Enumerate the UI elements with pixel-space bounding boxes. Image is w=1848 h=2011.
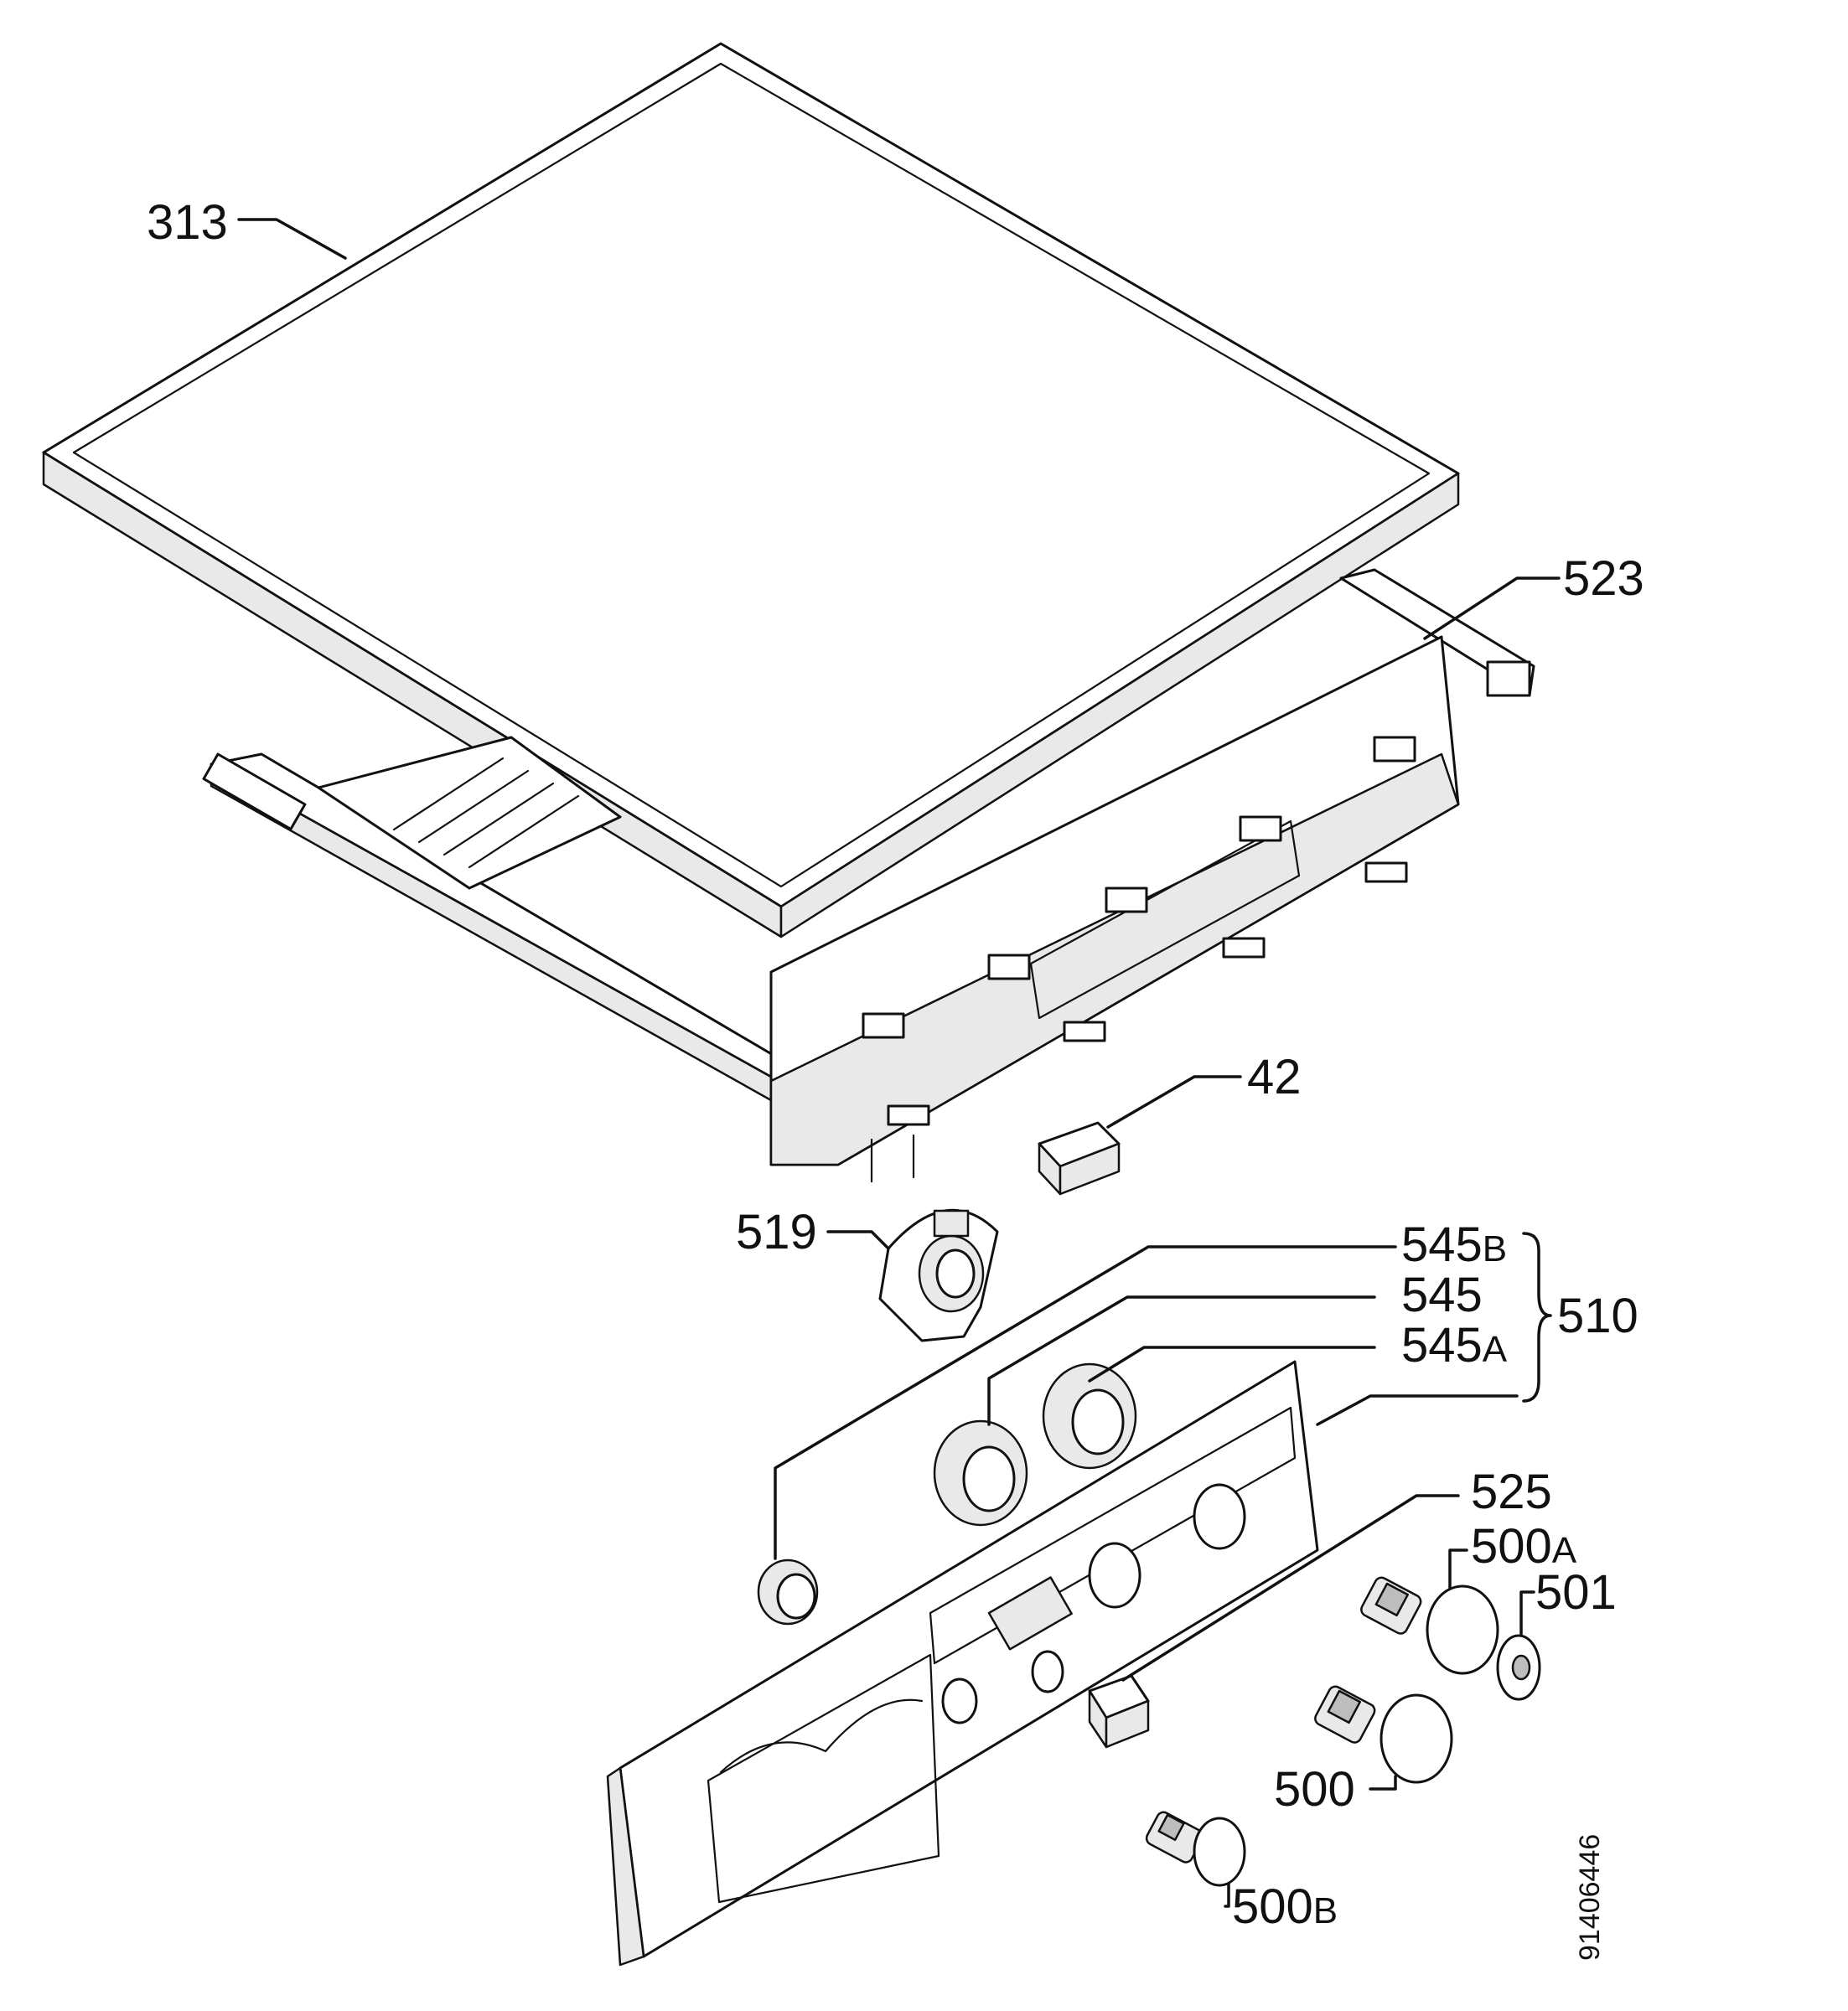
cap-501: [1496, 1634, 1541, 1701]
knob-500: [1314, 1685, 1453, 1784]
label-42: 42: [1247, 1050, 1302, 1104]
switch-525: [1088, 1674, 1150, 1749]
ring-545a: [1042, 1362, 1137, 1470]
knob-500a: [1360, 1576, 1499, 1675]
control-panel-part: [606, 1360, 1319, 1967]
label-519: 519: [736, 1205, 817, 1259]
document-number: 91406446: [1574, 1834, 1606, 1961]
label-510: 510: [1557, 1289, 1638, 1343]
label-523: 523: [1563, 551, 1644, 606]
label-313: 313: [147, 195, 228, 250]
label-500a: 500A: [1471, 1519, 1577, 1574]
callout-labels: 313 523 42 519 545B 545 545A 510 525 500…: [147, 195, 1644, 1934]
label-525: 525: [1471, 1465, 1552, 1519]
part-519: [878, 1208, 999, 1342]
label-500b: 500B: [1232, 1879, 1338, 1934]
label-501: 501: [1535, 1565, 1617, 1620]
frame-part: [202, 568, 1535, 1183]
leader-lines: [237, 218, 1561, 1908]
label-500: 500: [1274, 1762, 1355, 1817]
ring-545b: [757, 1559, 819, 1626]
knob-500b: [1145, 1811, 1246, 1887]
label-545a: 545A: [1401, 1318, 1508, 1373]
part-42: [1038, 1121, 1121, 1196]
label-545: 545: [1401, 1268, 1483, 1322]
ring-545: [933, 1419, 1028, 1527]
label-545b: 545B: [1401, 1217, 1507, 1272]
